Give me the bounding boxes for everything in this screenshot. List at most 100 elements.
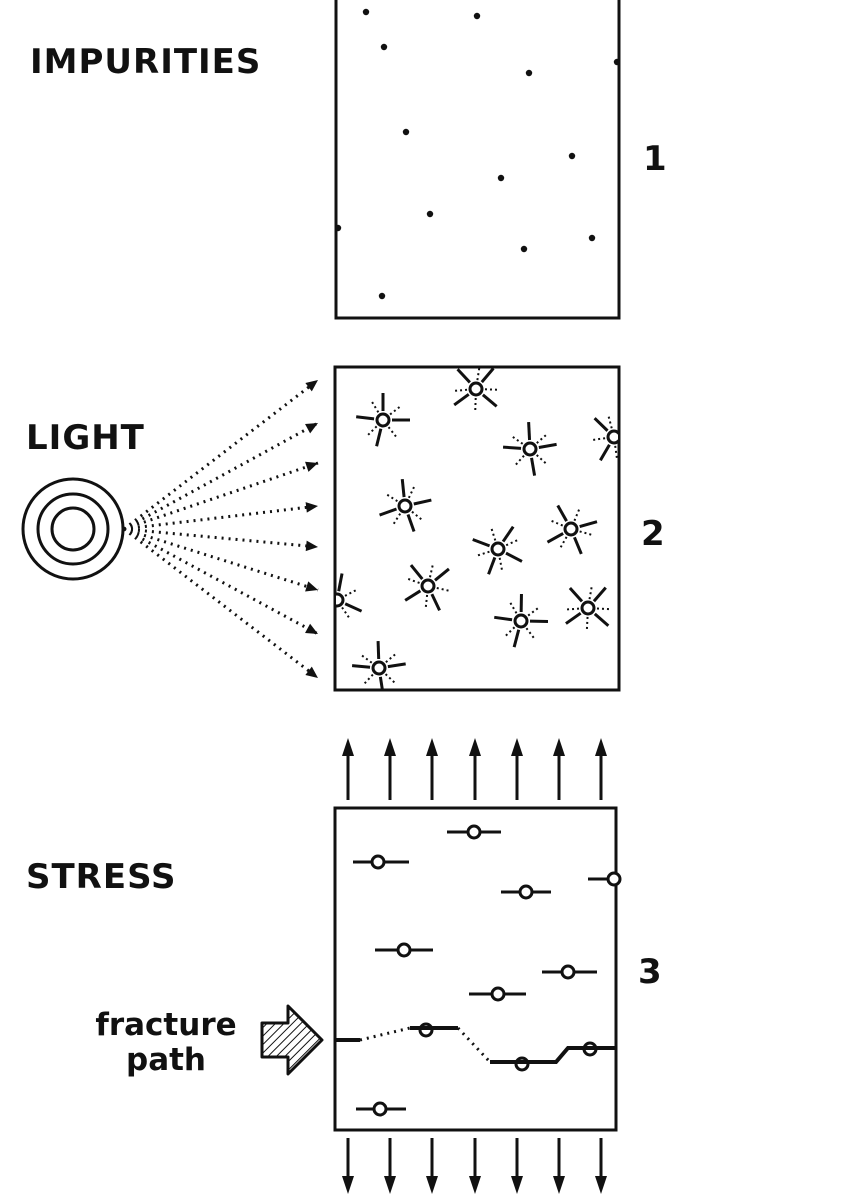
crack-void bbox=[398, 944, 410, 956]
starburst-dotted-ray bbox=[580, 531, 593, 535]
starburst-dotted-ray bbox=[550, 520, 563, 525]
stress-arrowhead-down bbox=[426, 1176, 438, 1194]
light-ray bbox=[124, 463, 318, 529]
starburst bbox=[356, 393, 410, 446]
starburst-dotted-ray bbox=[511, 436, 522, 444]
starburst-dotted-ray bbox=[574, 508, 579, 521]
impurity-dot bbox=[363, 9, 369, 15]
microcrack bbox=[375, 944, 433, 956]
starburst bbox=[503, 422, 557, 476]
starburst-ray bbox=[580, 522, 597, 527]
impurity-site bbox=[565, 523, 577, 535]
impurity-site bbox=[470, 383, 482, 395]
starburst-dotted-ray bbox=[615, 446, 617, 460]
fracture-arrow-icon bbox=[262, 1006, 322, 1074]
panel-1-frame bbox=[336, 0, 619, 318]
starburst-ray bbox=[570, 588, 582, 601]
starburst-dotted-ray bbox=[393, 514, 400, 526]
starburst-ray bbox=[566, 613, 581, 623]
starburst-dotted-ray bbox=[390, 406, 401, 415]
light-ray-arrowhead bbox=[305, 423, 318, 433]
starburst-ray bbox=[352, 666, 370, 668]
light-ray bbox=[124, 529, 318, 590]
starburst-dotted-ray bbox=[386, 674, 396, 684]
impurity-dot bbox=[403, 129, 409, 135]
light-ray bbox=[124, 529, 318, 547]
stress-arrowhead-down bbox=[553, 1176, 565, 1194]
starburst-dotted-ray bbox=[406, 578, 419, 583]
starburst-dotted-ray bbox=[537, 434, 548, 443]
starburst-dotted-ray bbox=[476, 552, 489, 556]
starburst-dotted-ray bbox=[565, 609, 579, 610]
starburst-dotted-ray bbox=[409, 485, 415, 498]
starburst-dotted-ray bbox=[537, 455, 547, 464]
label-light: LIGHT bbox=[26, 421, 145, 455]
stress-arrowhead-down bbox=[595, 1176, 607, 1194]
starburst-dotted-ray bbox=[430, 564, 433, 578]
starburst-ray bbox=[595, 418, 608, 431]
fracture-path-dotted-1 bbox=[360, 1028, 410, 1040]
light-ray bbox=[124, 506, 318, 529]
stress-arrowhead-up bbox=[384, 738, 396, 756]
impurity-dot bbox=[335, 225, 341, 231]
starburst-dotted-ray bbox=[437, 588, 451, 591]
light-ray bbox=[124, 529, 318, 634]
impurity-site bbox=[399, 500, 411, 512]
starburst-ray bbox=[356, 417, 374, 419]
light-ray-arrowhead bbox=[306, 541, 318, 552]
starburst-ray bbox=[483, 395, 497, 407]
stress-arrowhead-up bbox=[469, 738, 481, 756]
starburst-ray bbox=[622, 442, 638, 451]
starburst-dotted-ray bbox=[363, 675, 373, 685]
microcrack bbox=[501, 886, 551, 898]
starburst-dotted-ray bbox=[528, 607, 539, 615]
crack-void bbox=[608, 873, 620, 885]
light-ray-arrowhead bbox=[305, 581, 318, 591]
starburst-ray bbox=[329, 609, 334, 626]
starburst-ray bbox=[339, 573, 342, 591]
starburst-ray bbox=[547, 533, 563, 542]
panel-number-1: 1 bbox=[643, 142, 667, 176]
crack-void bbox=[374, 1103, 386, 1115]
starburst-ray bbox=[473, 540, 490, 546]
starburst-ray bbox=[503, 447, 521, 448]
stress-arrowhead-down bbox=[384, 1176, 396, 1194]
starburst-ray bbox=[539, 444, 557, 447]
impurity-dot bbox=[614, 59, 620, 65]
starburst-ray bbox=[378, 641, 379, 659]
starburst bbox=[453, 366, 499, 412]
starburst-dotted-ray bbox=[491, 527, 495, 540]
starburst-dotted-ray bbox=[342, 607, 350, 619]
starburst-ray bbox=[558, 505, 567, 521]
starburst-dotted-ray bbox=[412, 512, 423, 521]
light-ray-arrowhead bbox=[305, 624, 318, 634]
starburst-dotted-ray bbox=[587, 617, 588, 631]
starburst-dotted-ray bbox=[509, 601, 516, 613]
light-ray-arrowhead bbox=[306, 502, 318, 513]
starburst-dotted-ray bbox=[597, 608, 611, 609]
light-ray-arrowhead bbox=[305, 380, 318, 391]
starburst-ray bbox=[594, 588, 606, 602]
impurity-site bbox=[377, 414, 389, 426]
light-rays bbox=[124, 380, 318, 678]
fracture-path-dotted-2 bbox=[458, 1028, 490, 1062]
light-ray bbox=[124, 529, 318, 678]
starburst-dotted-ray bbox=[453, 390, 467, 391]
starburst-layer bbox=[310, 366, 637, 694]
starburst bbox=[547, 505, 597, 553]
impurity-site bbox=[515, 615, 527, 627]
microcrack bbox=[469, 988, 526, 1000]
impurity-site bbox=[524, 443, 536, 455]
stress-arrowhead-down bbox=[469, 1176, 481, 1194]
starburst-dotted-ray bbox=[590, 585, 592, 599]
starburst-ray bbox=[514, 630, 519, 647]
crack-void bbox=[468, 826, 480, 838]
starburst-ray bbox=[529, 422, 530, 440]
microcrack bbox=[588, 873, 620, 885]
impurity-site bbox=[373, 662, 385, 674]
light-ray-arrowhead bbox=[305, 667, 318, 678]
stress-arrowhead-up bbox=[426, 738, 438, 756]
starburst-ray bbox=[532, 458, 535, 476]
label-fracture: fracture bbox=[90, 1010, 242, 1041]
starburst-dotted-ray bbox=[386, 494, 398, 501]
